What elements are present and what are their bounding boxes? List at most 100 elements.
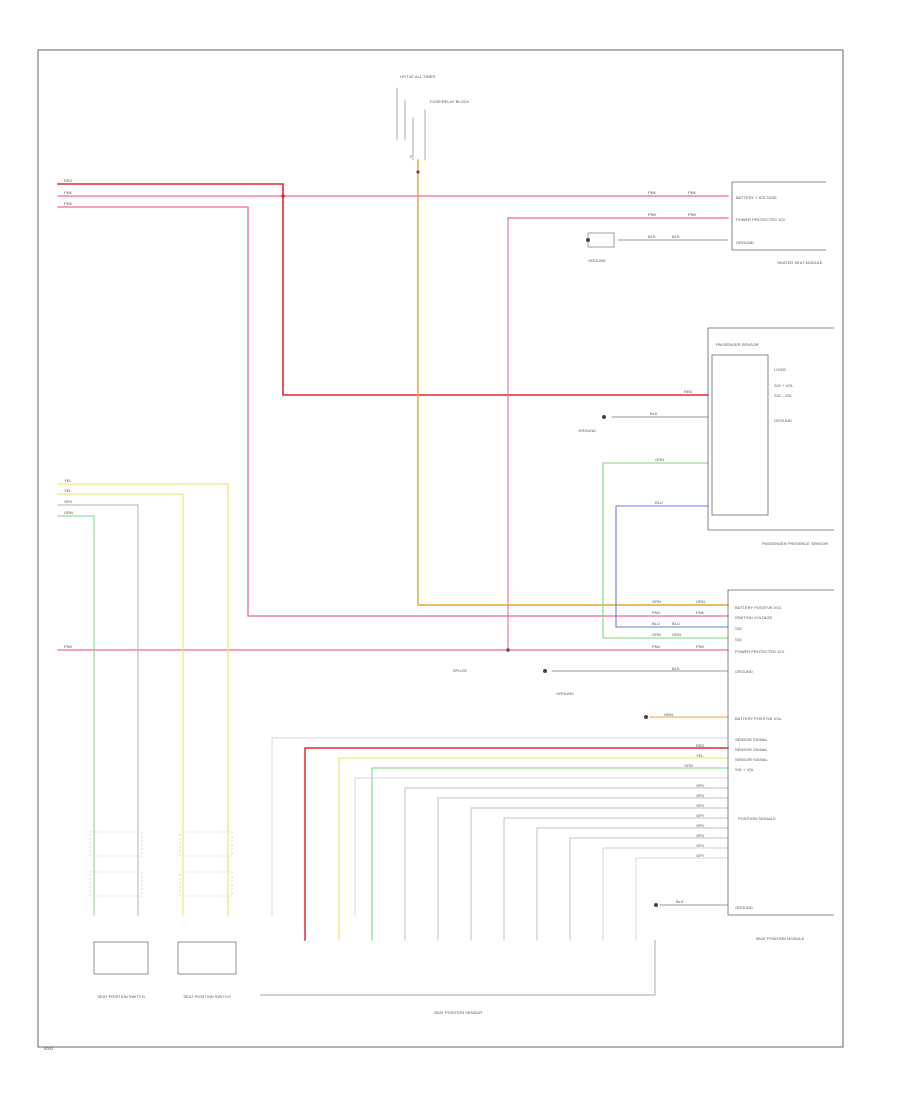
wire-label: PNK [652, 644, 661, 649]
ground-2-caption: GROUND [578, 428, 596, 433]
wire-label: GRY [696, 793, 705, 798]
wire-label: GRY [696, 833, 705, 838]
left-wire-labels: RED PNK PNK YEL YEL GRY GRN PNK [64, 178, 73, 649]
wire-label: PNK [696, 644, 705, 649]
wire-label: GRN [684, 763, 693, 768]
wire-label: YEL [696, 753, 704, 758]
ground-3: GROUND SPLICE [453, 668, 658, 907]
wire-label: YEL [64, 478, 72, 483]
wire-label: ORN [652, 599, 661, 604]
ground-1-caption: GROUND [588, 258, 606, 263]
module-1-outline [731, 181, 826, 251]
wire-gray-left [57, 504, 139, 916]
module-3-pin-5: POWER PROTECTED 12V [735, 649, 784, 654]
top-fuse-block: HOT AT ALL TIMES FUSE/RELAY BLOCK F [400, 74, 470, 159]
wire-pink-top-3 [57, 206, 729, 617]
wire-label: GRN [655, 457, 664, 462]
wire-label: PNK [688, 190, 697, 195]
module-2-pin-2: SIG + VOL [774, 383, 794, 388]
module-1-pin-2: POWER PROTECTED 12V [736, 217, 785, 222]
left-switch-caption: SEAT POSITION SWITCH [97, 994, 144, 999]
wire-gray-2 [437, 797, 729, 941]
wire-gray-8 [635, 857, 729, 941]
right-switch-caption: SEAT POSITION SWITCH [183, 994, 230, 999]
wire-label: BLU [655, 500, 663, 505]
wire-label: GRY [696, 823, 705, 828]
ground-2: GROUND [578, 415, 606, 433]
wire-label: GRY [64, 499, 73, 504]
wire-label: PNK [64, 644, 73, 649]
splice-dot [506, 648, 510, 652]
module-3-pin-7: BATTERY POSITIVE VOL [735, 716, 782, 721]
wire-label: BLU [652, 621, 660, 626]
wire-label: BLK [650, 411, 658, 416]
top-fuse-label: HOT AT ALL TIMES [400, 74, 435, 79]
wire-gray-4 [503, 817, 729, 941]
wire-label: BLK [672, 234, 680, 239]
module-3-pin-6: GROUND [735, 669, 753, 674]
right-switch-contact-1 [179, 831, 233, 857]
wire-yellow-left [57, 483, 229, 916]
ground-1-connector [587, 232, 615, 248]
left-switch: SEAT POSITION SWITCH [89, 831, 149, 999]
wire-label: PNK [64, 201, 73, 206]
left-switch-box [93, 941, 149, 975]
wire-layer [57, 87, 729, 941]
wire-label: PNK [64, 190, 73, 195]
module-3-pin-2: IGNITION VOLTAGE [735, 615, 773, 620]
right-switch-box [177, 941, 237, 975]
wire-yellow-bottom [338, 757, 729, 941]
top-fuse-sublabel: FUSE/RELAY BLOCK [430, 99, 470, 104]
wire-label: PNK [688, 212, 697, 217]
wire-label: PNK [696, 610, 705, 615]
wire-gray-5 [536, 827, 729, 941]
orange-connector-dot [644, 715, 648, 719]
splice-dot [416, 170, 420, 174]
wire-label: RED [684, 389, 693, 394]
diagram-frame [37, 49, 844, 1048]
wire-label: BLK [648, 234, 656, 239]
wire-label: ORN [696, 599, 705, 604]
module-3-pin-8: SENSOR SIGNAL [735, 737, 768, 742]
module-2-inner [711, 354, 769, 516]
ground-1: GROUND [586, 232, 615, 263]
wire-label: GRY [696, 783, 705, 788]
wire-label: GRY [696, 843, 705, 848]
wire-gray-3 [470, 807, 729, 941]
module-3-pin-3: SIG [735, 626, 742, 631]
wire-label: BLU [672, 621, 680, 626]
wire-label: GRY [696, 853, 705, 858]
ground-2-dot [602, 415, 606, 419]
wire-label: BLK [672, 666, 680, 671]
right-switch: SEAT POSITION SWITCH [177, 831, 237, 999]
left-switch-contact-2 [89, 871, 143, 897]
module-3: BATTERY POSITIVE VOL IGNITION VOLTAGE SI… [652, 589, 834, 941]
wire-gray-1 [404, 787, 729, 941]
bottom-sensor-bracket [260, 940, 656, 996]
wire-green-left [57, 515, 95, 916]
wire-label: YEL [64, 488, 72, 493]
ground-3-caption: GROUND [556, 691, 574, 696]
module-3-pin-1: BATTERY POSITIVE VOL [735, 605, 782, 610]
module-2-title: PASSENGER SENSOR [716, 342, 759, 347]
wire-lightgray-2 [354, 777, 729, 916]
module-3-pin-11: SIG + VOL [735, 767, 755, 772]
wire-label: GRN [672, 632, 681, 637]
wire-lightyellow-left [57, 493, 184, 916]
module-2-pin-4: GROUND [774, 418, 792, 423]
wire-label: GRY [696, 803, 705, 808]
wire-red-bottom [304, 747, 729, 941]
module-1-pin-3: GROUND [736, 240, 754, 245]
wire-label: GRY [696, 813, 705, 818]
module-3-outline [727, 589, 834, 916]
wire-label: PNK [648, 212, 657, 217]
wire-lightgray-1 [271, 737, 729, 916]
ground-1-dot [586, 238, 590, 242]
ground-3-dot [543, 669, 547, 673]
splice-dot [281, 194, 285, 198]
module-1-caption: HEATED SEAT MODULE [777, 260, 823, 265]
wire-label: GRN [652, 632, 661, 637]
module-1-pin-1: BATTERY + VOLTAGE [736, 195, 777, 200]
wire-blue-sensor [615, 505, 709, 628]
